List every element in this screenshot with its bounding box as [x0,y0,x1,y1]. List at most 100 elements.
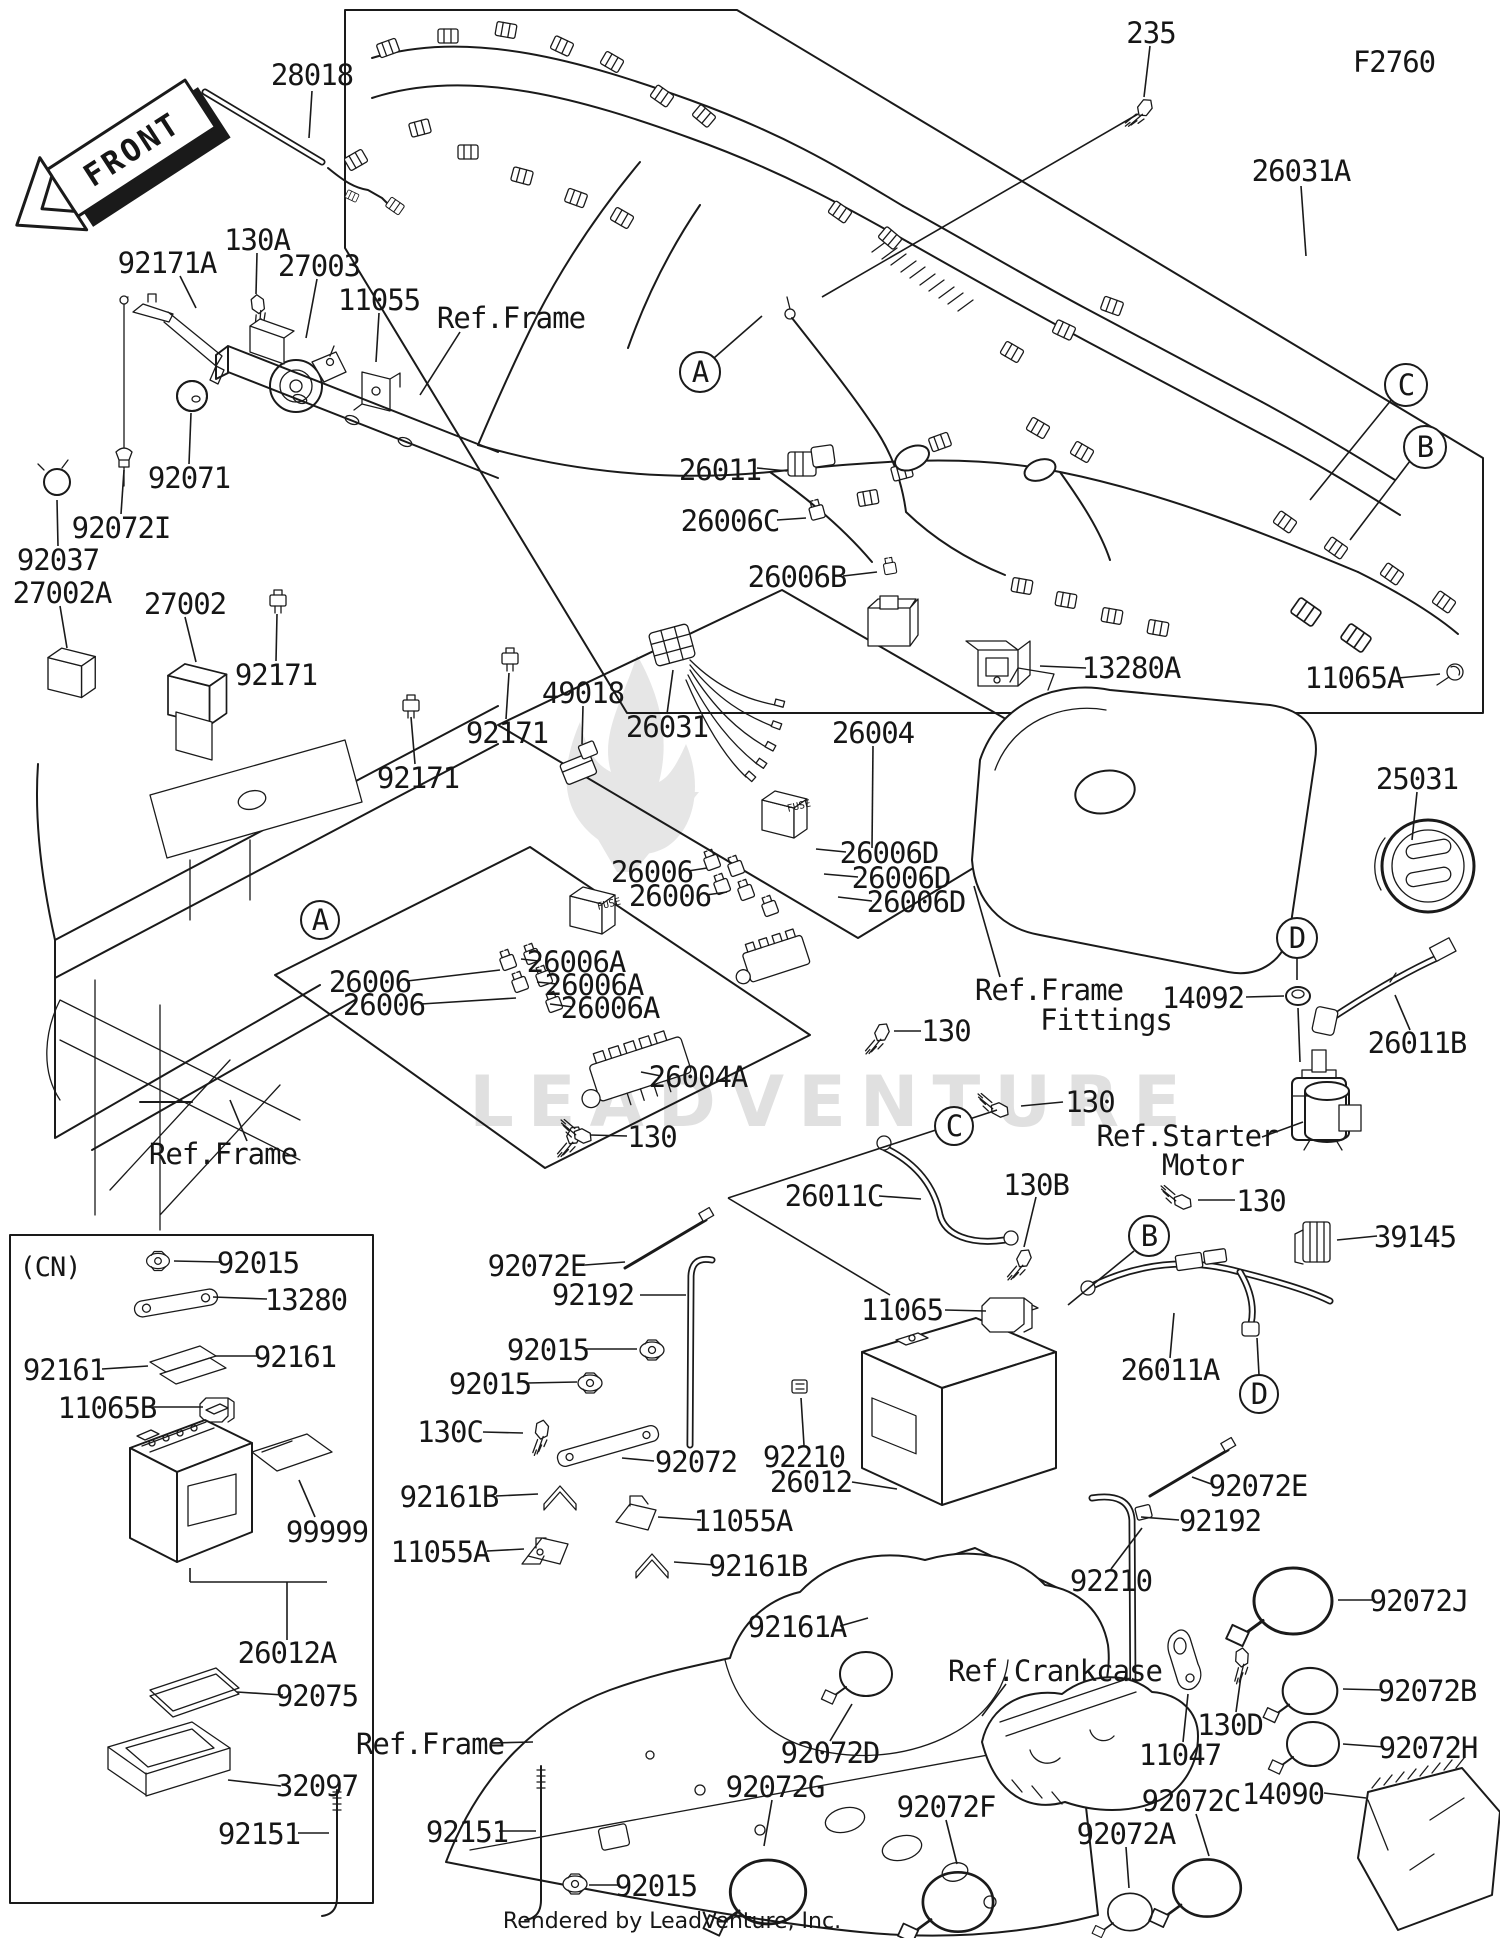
part-label-ref-crankcase[interactable]: Ref.Crankcase [948,1654,1163,1688]
vent-tube-92192-1 [686,1255,716,1449]
part-label-26011a[interactable]: 26011A [1121,1353,1221,1387]
part-label-92171[interactable]: 92171 [466,716,549,750]
part-label-130[interactable]: 130 [627,1120,677,1154]
part-label-92015[interactable]: 92015 [615,1869,698,1903]
part-label-92161b[interactable]: 92161B [400,1480,500,1514]
part-label-13280a[interactable]: 13280A [1082,651,1182,685]
part-label-25031[interactable]: 25031 [1376,762,1459,796]
part-label-26006[interactable]: 26006 [611,855,694,889]
part-label-11055[interactable]: 11055 [338,283,421,317]
part-label-92015[interactable]: 92015 [507,1333,590,1367]
part-label-26011b[interactable]: 26011B [1368,1026,1468,1060]
part-label-130d[interactable]: 130D [1197,1708,1264,1742]
part-label-92072[interactable]: 92072 [655,1445,738,1479]
part-label-26006d[interactable]: 26006D [867,885,967,919]
part-label-92210[interactable]: 92210 [1070,1564,1153,1598]
part-label-92192[interactable]: 92192 [552,1278,635,1312]
part-label-92192[interactable]: 92192 [1179,1504,1262,1538]
part-label-11055a[interactable]: 11055A [391,1535,491,1569]
part-label-92015[interactable]: 92015 [217,1246,300,1280]
part-label-92072j[interactable]: 92072J [1370,1584,1470,1618]
part-label-11047[interactable]: 11047 [1139,1738,1222,1772]
part-label-92015[interactable]: 92015 [449,1367,532,1401]
part-label-26006[interactable]: 26006 [329,965,412,999]
part-label-130a[interactable]: 130A [224,223,291,257]
part-label-26011c[interactable]: 26011C [785,1179,885,1213]
part-label-28018[interactable]: 28018 [271,58,354,92]
part-label-26004[interactable]: 26004 [832,716,916,750]
part-label-14090[interactable]: 14090 [1242,1777,1325,1811]
part-label-92072f[interactable]: 92072F [897,1790,997,1824]
part-label-26012a[interactable]: 26012A [238,1636,338,1670]
part-label-130[interactable]: 130 [921,1014,971,1048]
part-label-26006b[interactable]: 26006B [748,560,848,594]
part-label-ref-frame[interactable]: Ref.Frame [437,301,586,335]
leader-line [1169,1312,1175,1359]
part-label-26031[interactable]: 26031 [626,710,709,744]
part-label-92072e[interactable]: 92072E [1209,1469,1309,1503]
part-label-92161[interactable]: 92161 [254,1340,337,1374]
part-label-27002[interactable]: 27002 [144,587,227,621]
part-label-92161a[interactable]: 92161A [748,1610,848,1644]
part-label-92072i[interactable]: 92072I [72,511,172,545]
part-label-27003[interactable]: 27003 [278,249,361,283]
leader-line [298,1479,316,1518]
part-label-26004a[interactable]: 26004A [649,1060,749,1094]
part-label-92072b[interactable]: 92072B [1378,1674,1478,1708]
part-label-11055a[interactable]: 11055A [694,1504,794,1538]
part-label-92037[interactable]: 92037 [17,543,100,577]
part-label-26006[interactable]: 26006 [343,988,426,1022]
part-label-26006a[interactable]: 26006A [527,945,627,979]
part-label-13280[interactable]: 13280 [265,1283,348,1317]
part-label-39145[interactable]: 39145 [1374,1220,1457,1254]
part-label-f2760[interactable]: F2760 [1353,45,1436,79]
part-label-92151[interactable]: 92151 [426,1815,509,1849]
bolt-130c [526,1418,554,1457]
part-label-92075[interactable]: 92075 [276,1679,359,1713]
part-label-32097[interactable]: 32097 [276,1769,359,1803]
part-label-motor[interactable]: Motor [1162,1148,1246,1182]
leader-line [839,1617,869,1627]
part-label-130b[interactable]: 130B [1003,1168,1070,1202]
part-label-ref-starter[interactable]: Ref.Starter [1096,1119,1279,1153]
part-label-92171a[interactable]: 92171A [118,246,218,280]
part-label-92210[interactable]: 92210 [763,1440,846,1474]
part-label-130[interactable]: 130 [1236,1184,1286,1218]
part-label-26011[interactable]: 26011 [679,453,762,487]
part-label-92072e[interactable]: 92072E [488,1249,588,1283]
part-label-92072h[interactable]: 92072H [1379,1731,1479,1765]
part-label-26031a[interactable]: 26031A [1252,154,1352,188]
part-label-26006c[interactable]: 26006C [681,504,781,538]
part-label-92171[interactable]: 92171 [377,761,460,795]
part-label-92161[interactable]: 92161 [23,1353,106,1387]
part-label-11065[interactable]: 11065 [861,1293,944,1327]
part-label-92072g[interactable]: 92072G [726,1770,826,1804]
part-label-26006a[interactable]: 26006A [561,991,661,1025]
part-label-92072a[interactable]: 92072A [1077,1817,1177,1851]
part-label-235[interactable]: 235 [1126,16,1176,50]
part-label-92171[interactable]: 92171 [235,658,318,692]
part-label-130[interactable]: 130 [1065,1085,1115,1119]
part-label-14092[interactable]: 14092 [1162,981,1245,1015]
part-label-92151[interactable]: 92151 [218,1817,301,1851]
part-label-ref-frame[interactable]: Ref.Frame [975,973,1124,1007]
part-label-11065a[interactable]: 11065A [1305,661,1405,695]
part-label-26006d[interactable]: 26006D [852,861,952,895]
part-label-ref-frame[interactable]: Ref.Frame [149,1137,298,1171]
part-label-ref-frame[interactable]: Ref.Frame [356,1727,505,1761]
part-label-92072d[interactable]: 92072D [781,1736,881,1770]
part-label-26006a[interactable]: 26006A [545,968,645,1002]
part-label-26012[interactable]: 26012 [770,1465,853,1499]
part-label-92072c[interactable]: 92072C [1142,1784,1242,1818]
part-label-26006d[interactable]: 26006D [840,836,940,870]
part-label-27002a[interactable]: 27002A [13,576,113,610]
part-label-130c[interactable]: 130C [417,1415,484,1449]
part-label--cn-[interactable]: (CN) [19,1252,81,1283]
part-label-99999[interactable]: 99999 [286,1515,369,1549]
part-label-26006[interactable]: 26006 [629,879,712,913]
part-label-fittings[interactable]: Fittings [1040,1003,1173,1037]
part-label-92161b[interactable]: 92161B [709,1549,809,1583]
part-label-92071[interactable]: 92071 [148,461,231,495]
part-label-49018[interactable]: 49018 [542,676,625,710]
part-label-11065b[interactable]: 11065B [58,1391,158,1425]
